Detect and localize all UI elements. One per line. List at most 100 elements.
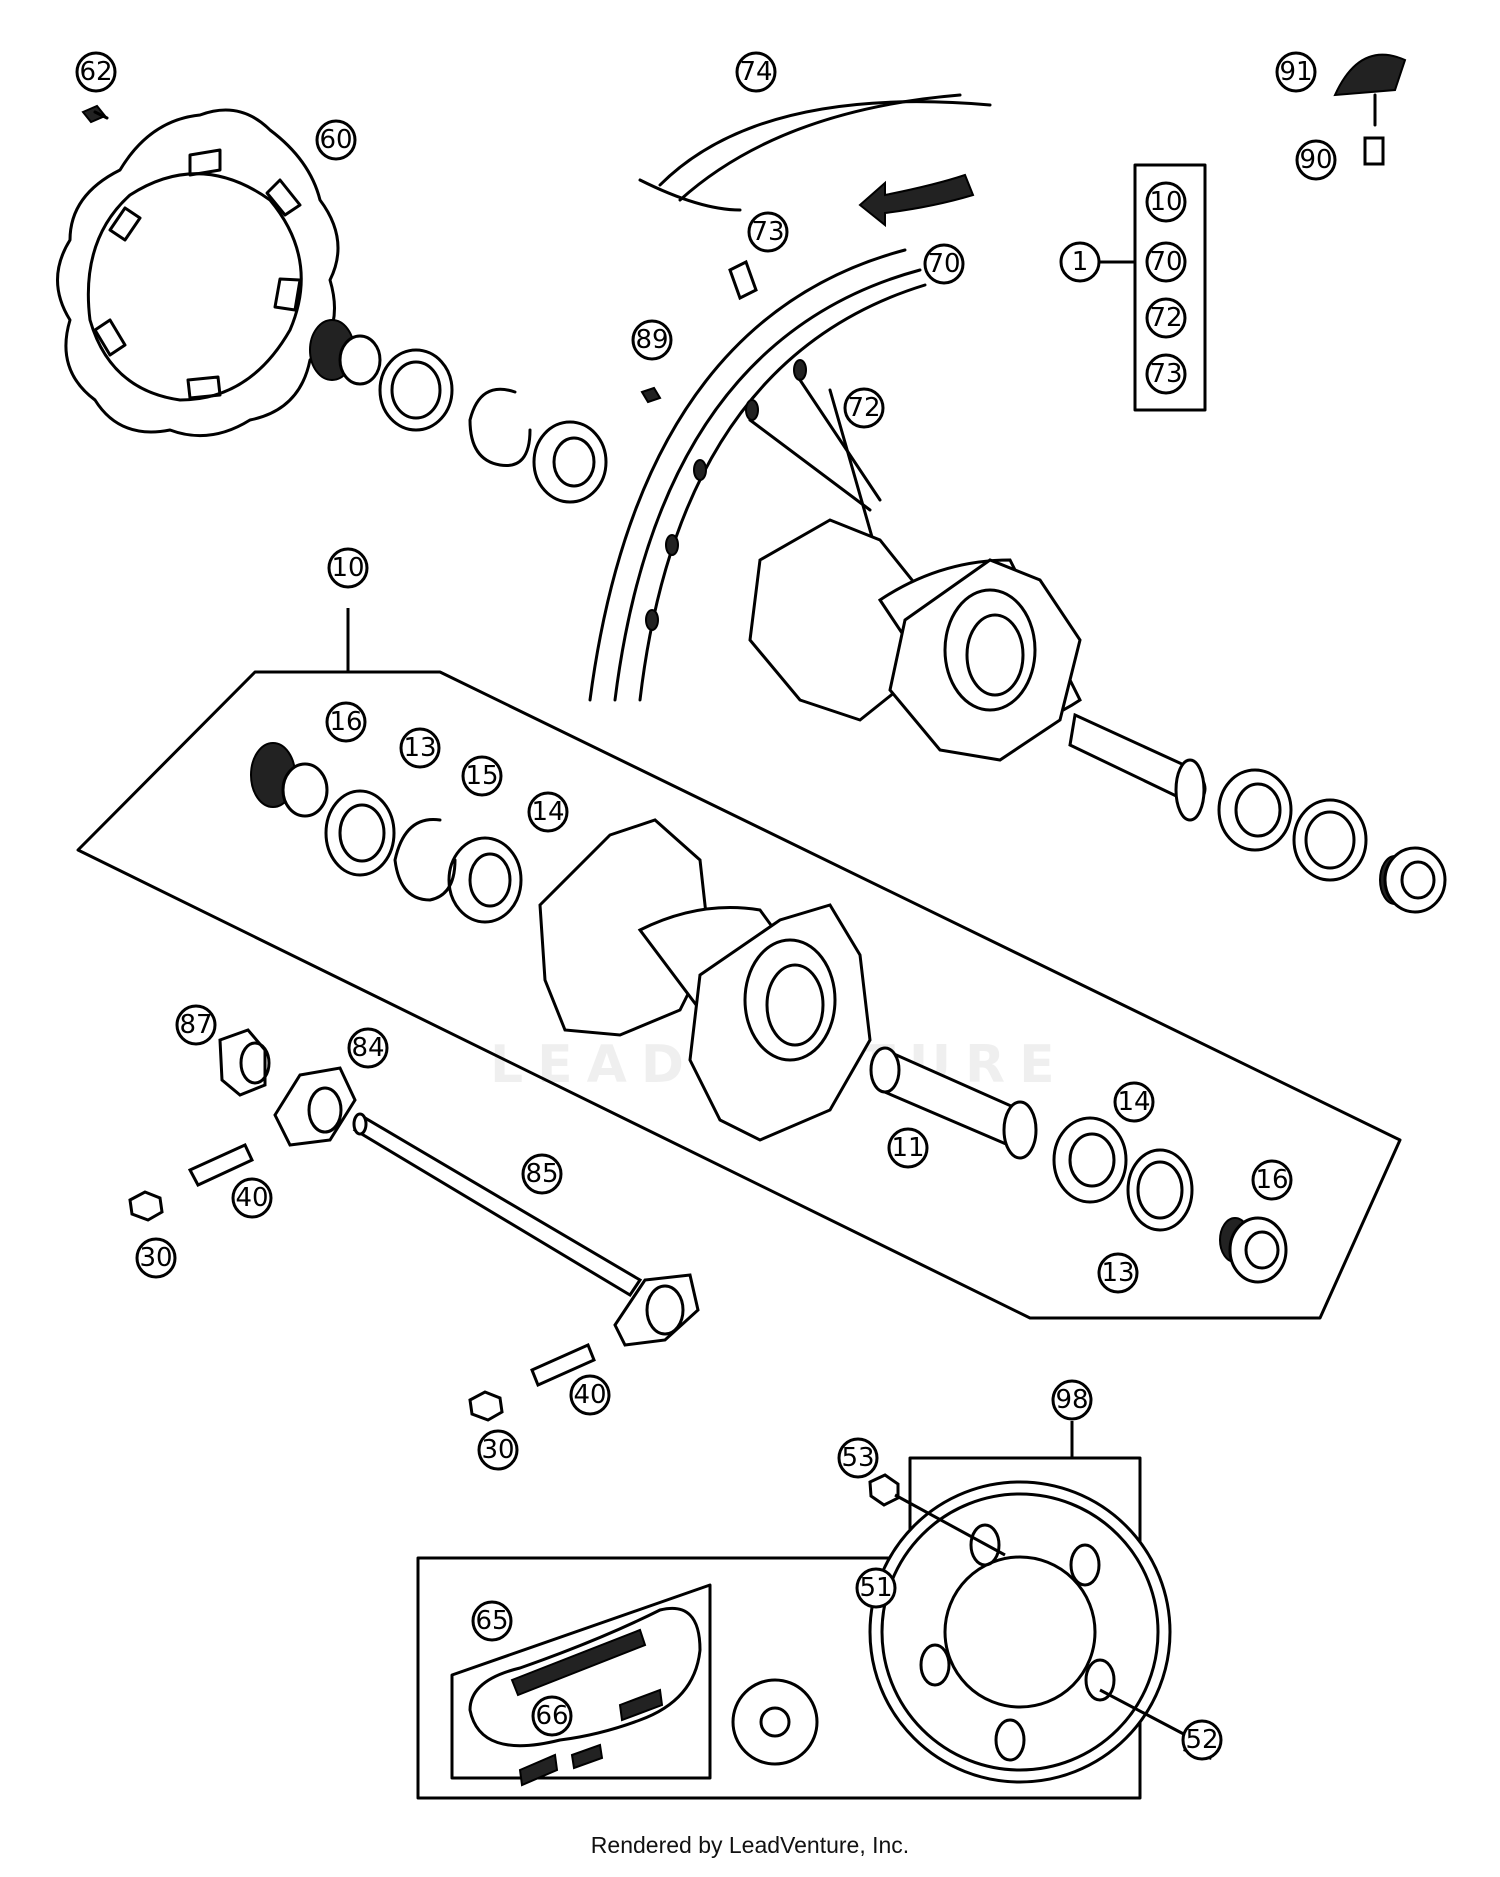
- svg-text:53: 53: [841, 1443, 874, 1473]
- svg-text:91: 91: [1279, 57, 1312, 87]
- kit-callout-72: 72: [1145, 297, 1187, 339]
- chain-65: [468, 1607, 702, 1787]
- svg-text:90: 90: [1299, 145, 1332, 175]
- callout-84: 84: [347, 1027, 389, 1069]
- svg-text:89: 89: [635, 325, 668, 355]
- callout-30-lower: 30: [477, 1429, 519, 1471]
- svg-text:14: 14: [531, 797, 564, 827]
- rim: [588, 248, 927, 702]
- svg-text:72: 72: [1149, 303, 1182, 333]
- kit-box-1: [1100, 163, 1207, 412]
- valve-cap-91: [1333, 53, 1407, 127]
- upper-right-tube: [1068, 712, 1207, 822]
- circlip-15: [393, 818, 457, 902]
- footer-credit: Rendered by LeadVenture, Inc.: [590, 1832, 910, 1858]
- rear-sprocket: [868, 1480, 1172, 1784]
- svg-text:11: 11: [891, 1133, 924, 1163]
- callout-14: 14: [527, 791, 569, 833]
- nut-89: [640, 386, 662, 404]
- callout-11: 11: [887, 1127, 929, 1169]
- kit-callout-73: 73: [1145, 353, 1187, 395]
- svg-text:52: 52: [1185, 1725, 1218, 1755]
- kit-callout-70: 70: [1145, 241, 1187, 283]
- bolt-62: [81, 104, 109, 124]
- pin-40b: [530, 1342, 596, 1388]
- brake-disc: [56, 108, 340, 438]
- svg-text:66: 66: [535, 1701, 568, 1731]
- callout-74: 74: [735, 51, 777, 93]
- callout-73: 73: [747, 211, 789, 253]
- svg-text:73: 73: [751, 217, 784, 247]
- upper-seal: [378, 348, 454, 432]
- callout-91: 91: [1275, 51, 1317, 93]
- spacer-tube-11: [869, 1046, 1038, 1160]
- nut-30a: [128, 1190, 164, 1222]
- svg-text:1: 1: [1072, 247, 1089, 277]
- svg-text:65: 65: [475, 1606, 508, 1636]
- upper-right-seal: [1292, 798, 1368, 882]
- svg-text:84: 84: [351, 1033, 384, 1063]
- nut-30b: [468, 1390, 504, 1422]
- svg-text:10: 10: [331, 553, 364, 583]
- hub-assembly-outline: [76, 608, 1402, 1320]
- callout-89: 89: [631, 319, 673, 361]
- svg-text:14: 14: [1117, 1087, 1150, 1117]
- callout-62: 62: [75, 51, 117, 93]
- callout-85: 85: [521, 1153, 563, 1195]
- callout-15: 15: [461, 755, 503, 797]
- svg-text:10: 10: [1149, 187, 1182, 217]
- svg-text:30: 30: [481, 1435, 514, 1465]
- callout-30: 30: [135, 1237, 177, 1279]
- callout-52: 52: [1181, 1719, 1223, 1761]
- spacer-16b: [1219, 1216, 1288, 1284]
- chain-adjuster-84: [273, 1066, 357, 1147]
- callout-16: 16: [325, 701, 367, 743]
- bearing-14b: [1052, 1116, 1128, 1204]
- valve-core-90: [1363, 136, 1385, 166]
- callout-87: 87: [175, 1004, 217, 1046]
- callout-90: 90: [1295, 139, 1337, 181]
- pin-40a: [187, 1143, 254, 1187]
- svg-text:15: 15: [465, 761, 498, 791]
- svg-text:73: 73: [1149, 359, 1182, 389]
- callout-98: 98: [1051, 1379, 1093, 1421]
- chain-kit-box: [450, 1583, 712, 1780]
- upper-bearing: [532, 420, 608, 504]
- svg-text:40: 40: [573, 1380, 606, 1410]
- rotation-arrow-icon: [858, 173, 975, 228]
- tire: [638, 93, 992, 212]
- valve-73: [728, 259, 758, 301]
- bearing-14a: [447, 836, 523, 924]
- svg-text:30: 30: [139, 1243, 172, 1273]
- upper-spacer: [309, 319, 382, 386]
- svg-text:51: 51: [859, 1573, 892, 1603]
- callout-13-right: 13: [1097, 1252, 1139, 1294]
- nut-87: [218, 1028, 271, 1097]
- svg-text:98: 98: [1055, 1385, 1088, 1415]
- upper-circlip: [468, 387, 532, 468]
- front-sprocket: [731, 1678, 819, 1766]
- upper-right-spacer: [1379, 846, 1447, 914]
- svg-text:13: 13: [403, 733, 436, 763]
- svg-text:62: 62: [79, 57, 112, 87]
- callout-66: 66: [531, 1695, 573, 1737]
- svg-text:16: 16: [1255, 1165, 1288, 1195]
- svg-text:13: 13: [1101, 1258, 1134, 1288]
- seal-13b: [1126, 1148, 1194, 1232]
- spacer-16a: [250, 742, 329, 818]
- master-link-66: [570, 1743, 604, 1770]
- svg-text:85: 85: [525, 1159, 558, 1189]
- svg-text:70: 70: [927, 249, 960, 279]
- svg-text:70: 70: [1149, 247, 1182, 277]
- svg-text:16: 16: [329, 707, 362, 737]
- callout-1: 1: [1059, 241, 1101, 283]
- callout-60: 60: [315, 119, 357, 161]
- hub: [538, 818, 872, 1142]
- axle-85: [352, 1112, 643, 1298]
- callout-40: 40: [231, 1177, 273, 1219]
- upper-hub: [748, 518, 1082, 762]
- callout-13: 13: [399, 727, 441, 769]
- callout-53: 53: [837, 1437, 879, 1479]
- svg-text:74: 74: [739, 57, 772, 87]
